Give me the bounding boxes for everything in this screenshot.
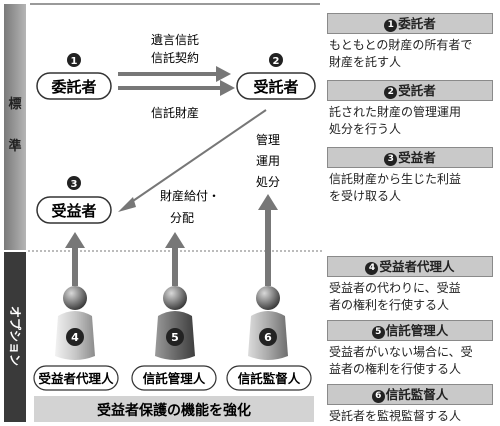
legend-title: 委託者: [398, 16, 436, 31]
bottom-banner: [34, 396, 314, 422]
legend-title: 信託監督人: [385, 387, 449, 402]
agent-pill: [33, 365, 119, 391]
legend-desc: 受益者の代わりに、受益者の権利を行使する人: [329, 281, 461, 312]
standard-label-1: 標: [8, 96, 21, 112]
svg-text:2: 2: [273, 56, 280, 67]
legend-title: 受益者代理人: [379, 259, 455, 274]
legend-desc: もともとの財産の所有者で財産を託す人: [329, 38, 473, 69]
arrow-label-distribution: 分配: [170, 211, 194, 225]
legend-title: 受益者: [398, 150, 436, 165]
arrow-up-1-shaft: [72, 246, 78, 286]
option-label: オプション: [8, 306, 23, 366]
standard-sidebar: [4, 4, 26, 250]
property-arrow-head: [220, 80, 235, 96]
settlor-number-badge: [67, 53, 81, 67]
arrow-up-2-head: [165, 232, 185, 248]
arrow-up-3-head: [258, 194, 278, 210]
beneficiary-number-badge: [67, 176, 81, 190]
svg-text:3: 3: [71, 179, 78, 190]
supervisor-label: 信託監督人: [238, 371, 301, 386]
arrow-label-will: 遺言信託: [151, 32, 199, 47]
standard-label-2: 準: [8, 138, 21, 154]
legend-desc: 受託者を監視監督する人: [329, 409, 462, 423]
agent-label: 受益者代理人: [38, 371, 114, 386]
svg-text:6: 6: [264, 331, 272, 344]
svg-text:1: 1: [71, 56, 78, 67]
option-sidebar: [4, 252, 26, 422]
contract-arrow-head: [216, 66, 231, 82]
beneficiary-pill: [36, 196, 112, 224]
manage-label-2: 運用: [256, 154, 280, 168]
manage-label-1: 管理: [256, 132, 280, 147]
bottom-banner-text: 受益者保護の機能を強化: [97, 402, 251, 419]
arrow-up-1-head: [65, 232, 85, 248]
administrator-figure: 5: [155, 286, 195, 360]
svg-text:5: 5: [171, 331, 179, 344]
trustee-pill: [236, 72, 316, 100]
manage-label-3: 処分: [256, 175, 280, 189]
supervisor-figure: 6: [248, 286, 288, 360]
arrow-label-contract: 信託契約: [151, 50, 199, 65]
supervisor-pill: [226, 365, 312, 391]
trustee-number-badge: [269, 53, 283, 67]
legend-title: 信託管理人: [385, 323, 449, 338]
contract-arrow-shaft: [118, 72, 218, 76]
property-arrow-shaft: [118, 86, 222, 90]
legend-desc: 信託財産から生じた利益を受け取る人: [329, 172, 462, 203]
settlor-pill: [36, 72, 112, 100]
svg-text:4: 4: [71, 331, 79, 344]
trustee-label: 受託者: [253, 78, 298, 96]
agent-figure: 4: [55, 286, 95, 360]
settlor-label: 委託者: [51, 78, 96, 96]
administrator-pill: [131, 365, 217, 391]
legend-title: 受託者: [398, 83, 436, 98]
administrator-label: 信託管理人: [143, 371, 206, 386]
arrow-label-benefit: 財産給付・: [160, 188, 220, 203]
benefit-arrow-head: [118, 197, 136, 212]
legend-desc: 託された財産の管理運用処分を行う人: [329, 105, 462, 136]
arrow-label-trust-property: 信託財産: [151, 105, 199, 120]
benefit-arrow-line: [129, 109, 267, 204]
beneficiary-label: 受益者: [51, 202, 96, 220]
arrow-up-3-shaft: [265, 208, 271, 286]
legend-desc: 受益者がいない場合に、受益者の権利を行使する人: [329, 345, 473, 376]
arrow-up-2-shaft: [172, 246, 178, 286]
